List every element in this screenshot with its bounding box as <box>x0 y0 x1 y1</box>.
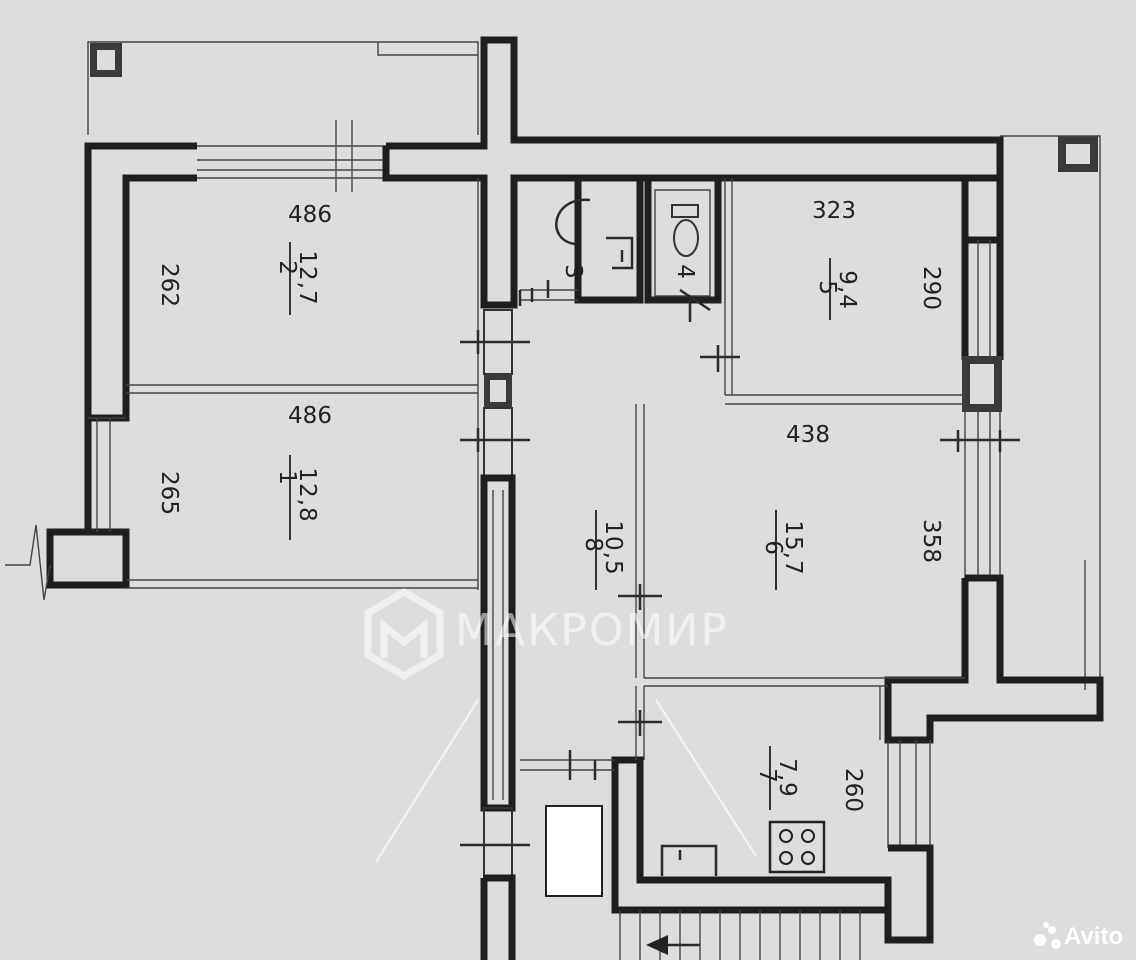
room-7-area: 7,9 <box>774 758 800 798</box>
room-5-number: 5 <box>814 280 840 296</box>
room-7: 260 7 7,9 <box>754 746 866 812</box>
room-7-height: 260 <box>840 768 866 812</box>
toilet-icon <box>671 204 699 257</box>
room-2-number: 2 <box>274 260 300 276</box>
door-marks <box>460 280 1020 847</box>
watermark-brand: МАКРОМИР <box>455 605 729 656</box>
stairs <box>619 910 861 960</box>
room-2-width: 486 <box>288 202 332 228</box>
stove-icon <box>768 820 826 874</box>
room-1-width: 486 <box>288 403 332 429</box>
outer-walls <box>5 36 1104 944</box>
room-1-number: 1 <box>274 470 300 486</box>
room-1-height: 265 <box>156 471 182 515</box>
room-5-height: 290 <box>918 266 944 310</box>
kitchen-sink-icon <box>660 844 718 876</box>
room-6: 438 358 6 15,7 <box>760 422 944 590</box>
room-8: 8 10,5 <box>580 510 626 590</box>
fixtures <box>375 198 861 960</box>
avito-badge: Avito <box>1034 922 1123 950</box>
room-6-height: 358 <box>918 519 944 563</box>
room-2-height: 262 <box>156 263 182 307</box>
room-6-number: 6 <box>760 540 786 556</box>
room-5: 323 290 5 9,4 <box>812 198 944 320</box>
room-1: 486 265 1 12,8 <box>156 403 332 540</box>
room-6-width: 438 <box>786 422 830 448</box>
room-2: 486 262 2 12,7 <box>156 202 332 315</box>
makromir-watermark: МАКРОМИР <box>364 587 729 681</box>
room-5-width: 323 <box>812 198 856 224</box>
stairs-arrow-icon <box>646 935 668 955</box>
makromir-logo-icon <box>364 587 444 681</box>
room-8-area: 10,5 <box>600 520 626 575</box>
room-7-number: 7 <box>754 768 780 784</box>
avito-label: Avito <box>1064 923 1123 950</box>
room-5-area: 9,4 <box>834 270 860 310</box>
elevator-shaft <box>545 805 603 897</box>
room-3-number: 3 <box>560 264 586 280</box>
washbasin-icon <box>606 236 634 270</box>
room-8-number: 8 <box>580 537 606 553</box>
room-2-area: 12,7 <box>294 250 320 305</box>
bathtub-icon <box>555 198 591 246</box>
room-4-number: 4 <box>672 264 698 280</box>
interior-walls <box>126 178 965 960</box>
room-1-area: 12,8 <box>294 467 320 522</box>
room-6-area: 15,7 <box>780 520 806 575</box>
